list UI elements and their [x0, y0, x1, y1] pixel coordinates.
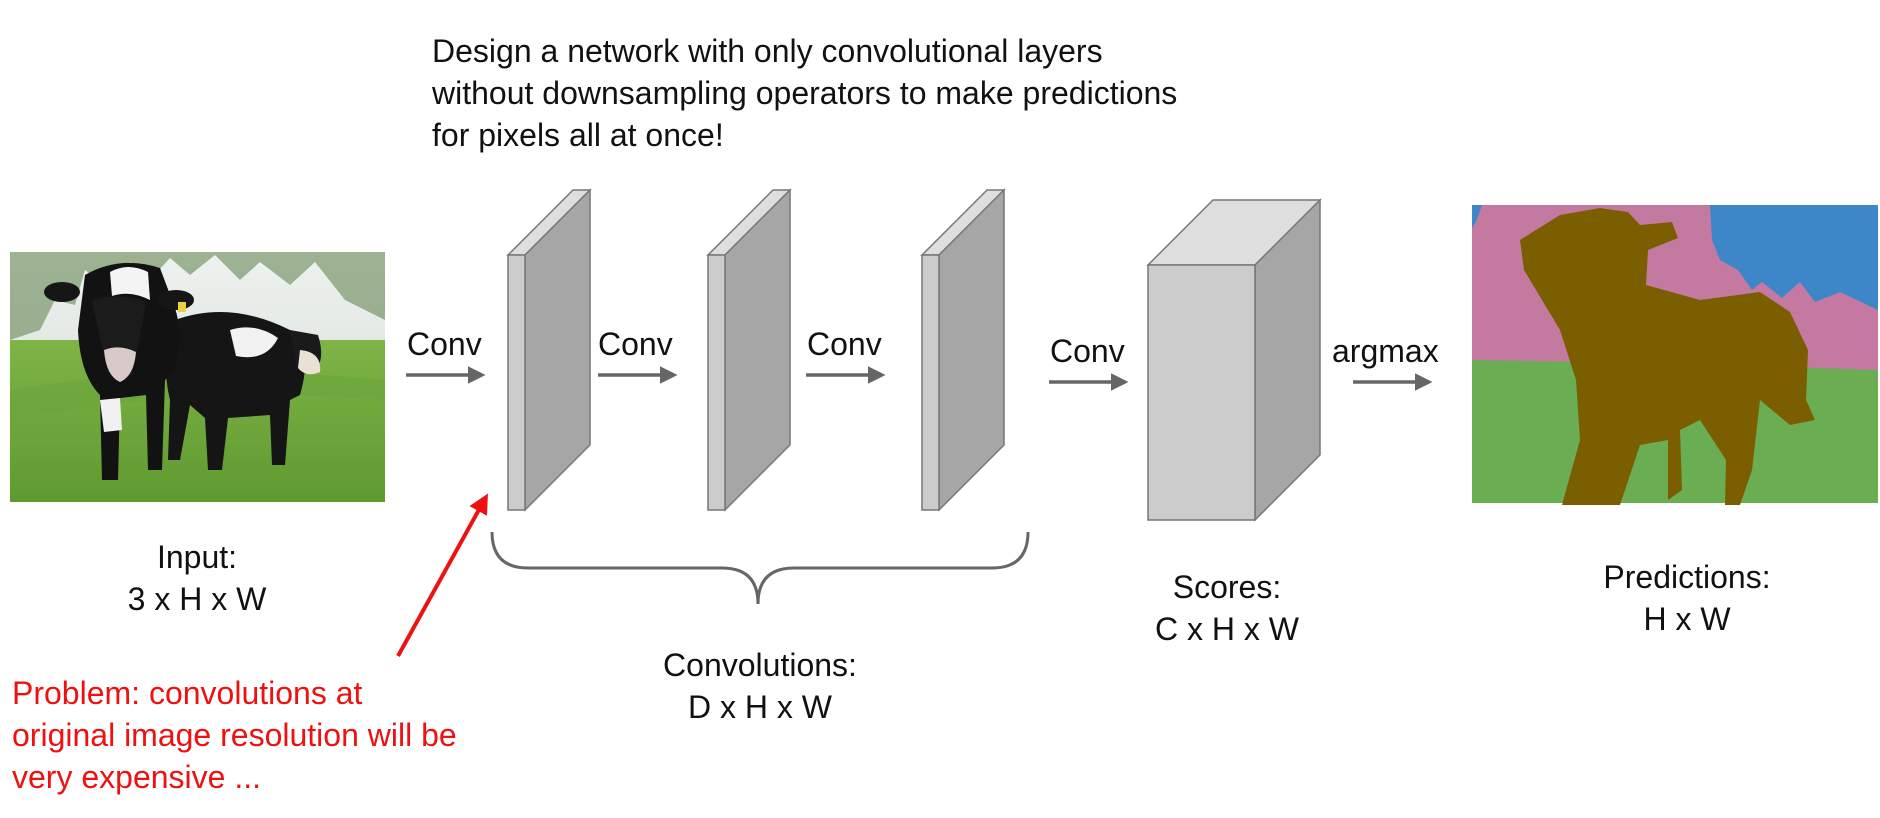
- label-conv-4: Conv: [1050, 333, 1125, 369]
- diagram-title: Design a network with only convolutional…: [432, 30, 1177, 156]
- feature-map-slab-1: [506, 188, 592, 512]
- front-cow-shape: [44, 262, 194, 480]
- problem-note: Problem: convolutions at original image …: [12, 672, 457, 798]
- scores-caption-name: Scores:: [1172, 569, 1282, 605]
- title-line-3: for pixels all at once!: [432, 117, 724, 153]
- feature-map-slab-3: [920, 188, 1006, 512]
- input-caption-shape: 3 x H x W: [127, 581, 267, 617]
- prediction-segmentation-map: [1472, 205, 1878, 505]
- problem-note-line-1: Problem: convolutions at: [12, 675, 363, 711]
- convolutions-brace: [490, 531, 1030, 605]
- title-line-2: without downsampling operators to make p…: [432, 75, 1178, 111]
- predictions-caption: Predictions: H x W: [1567, 556, 1807, 640]
- input-caption-name: Input:: [156, 539, 238, 575]
- input-caption: Input: 3 x H x W: [97, 536, 297, 620]
- predictions-caption-shape: H x W: [1643, 601, 1731, 637]
- label-conv-2: Conv: [598, 326, 673, 362]
- scores-caption: Scores: C x H x W: [1127, 566, 1327, 650]
- problem-note-line-3: very expensive ...: [12, 759, 261, 795]
- label-conv-3: Conv: [807, 326, 882, 362]
- convolutions-caption-name: Convolutions:: [663, 647, 857, 683]
- feature-map-slab-2: [706, 188, 792, 512]
- scores-caption-shape: C x H x W: [1155, 611, 1299, 647]
- back-cow-shape: [166, 312, 322, 470]
- problem-note-line-2: original image resolution will be: [12, 717, 457, 753]
- input-image: [10, 252, 385, 502]
- title-line-1: Design a network with only convolutional…: [432, 33, 1103, 69]
- scores-block: [1146, 198, 1322, 522]
- label-conv-1: Conv: [407, 326, 482, 362]
- convolutions-caption-shape: D x H x W: [688, 689, 832, 725]
- label-argmax: argmax: [1332, 333, 1439, 369]
- convolutions-caption: Convolutions: D x H x W: [620, 644, 900, 728]
- predictions-caption-name: Predictions:: [1603, 559, 1771, 595]
- problem-pointer-arrow: [396, 493, 488, 657]
